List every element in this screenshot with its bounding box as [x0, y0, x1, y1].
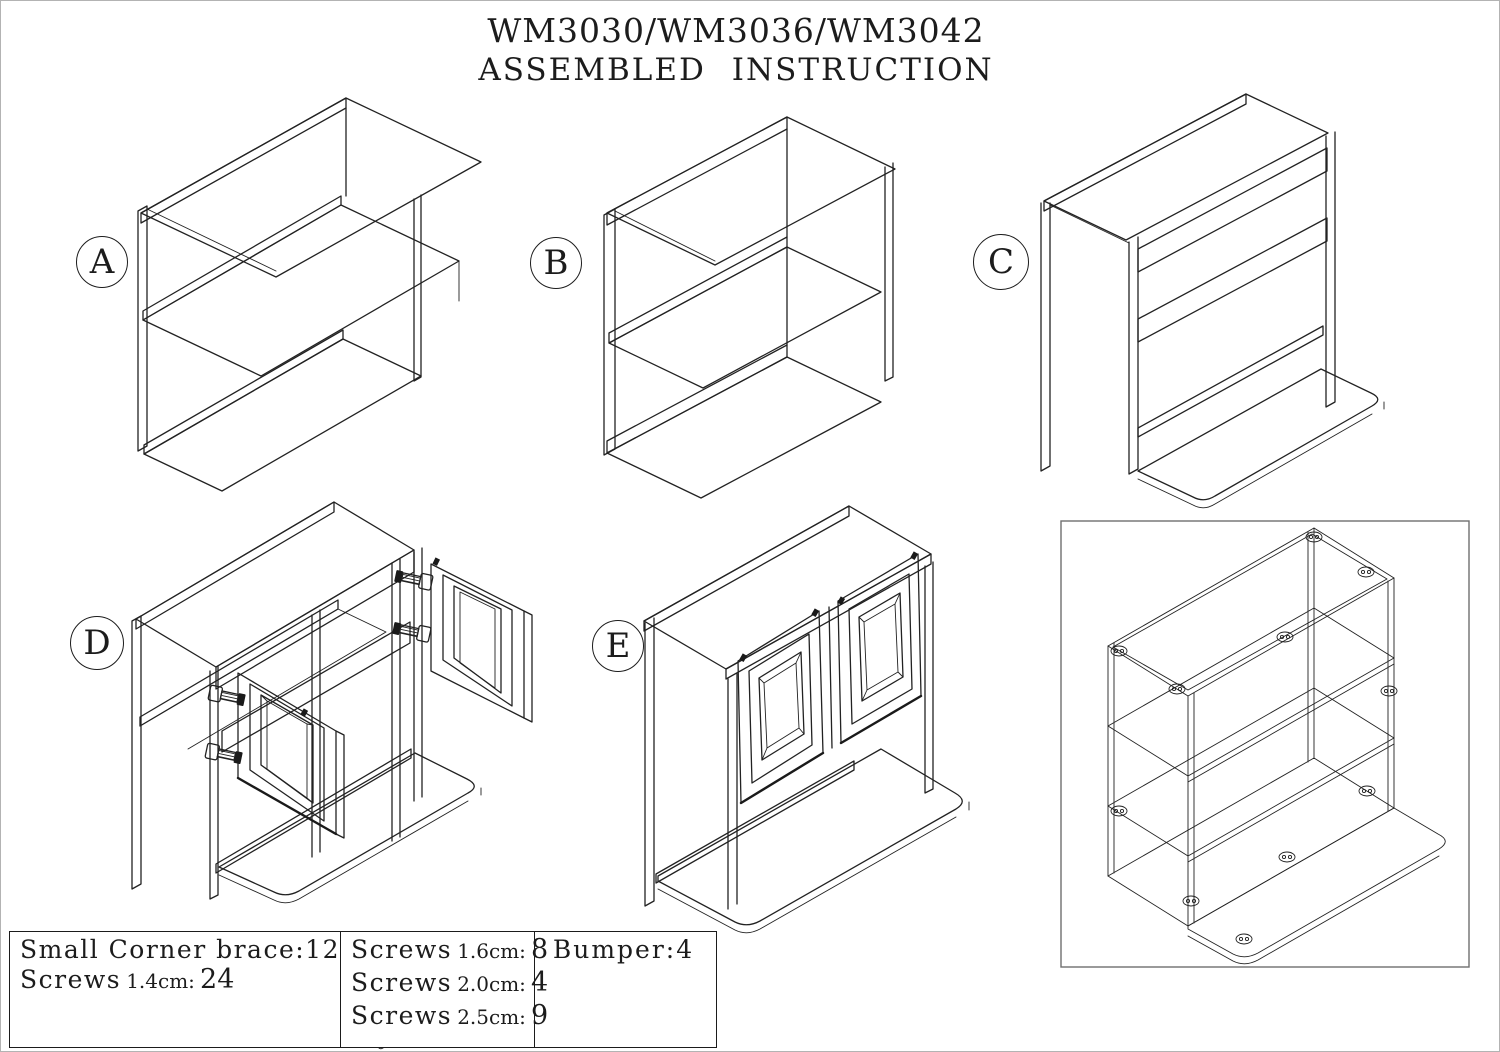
- step-label-b: B: [530, 237, 582, 289]
- step-e-drawing: [643, 505, 970, 934]
- screws-20-count: Screws 2.0cm: 4: [351, 967, 549, 998]
- parts-cell-screws: Screws 1.6cm: 8 Screws 2.0cm: 4 Screws 2…: [340, 932, 549, 1047]
- title-text: ASSEMBLED INSTRUCTION: [478, 52, 994, 89]
- page-title: WM3030/WM3036/WM3042 ASSEMBLED INSTRUCTI…: [436, 11, 1036, 89]
- parts-table: Small Corner brace:12 Screws 1.4cm: 24 S…: [9, 931, 717, 1048]
- step-d-drawing: [131, 501, 533, 904]
- step-b-drawing: [603, 116, 896, 499]
- corner-brace-count: Small Corner brace:12: [20, 935, 340, 964]
- screws-25-count: Screws 2.5cm: 9: [351, 1000, 549, 1031]
- step-label-d: D: [70, 616, 124, 670]
- screws-14-count: Screws 1.4cm: 24: [20, 964, 235, 995]
- bumper-count: Bumper:4: [552, 935, 695, 964]
- model-numbers: WM3030/WM3036/WM3042: [487, 11, 985, 50]
- corner-brace-markers: [1110, 531, 1398, 945]
- step-label-e: E: [592, 620, 644, 672]
- bumper-dots: [739, 551, 919, 662]
- parts-cell-corner-brace: Small Corner brace:12 Screws 1.4cm: 24: [10, 932, 340, 1047]
- final-assembly-frame: [1060, 520, 1470, 968]
- hinge-icon: [204, 570, 434, 764]
- step-c-drawing: [1040, 93, 1385, 509]
- final-assembly-drawing: [1060, 520, 1470, 968]
- step-label-a: A: [76, 236, 128, 288]
- step-a-drawing: [137, 97, 482, 492]
- screws-16-count: Screws 1.6cm: 8: [351, 934, 549, 965]
- step-label-c: C: [973, 234, 1029, 290]
- parts-cell-bumper: Bumper:4: [534, 932, 716, 1047]
